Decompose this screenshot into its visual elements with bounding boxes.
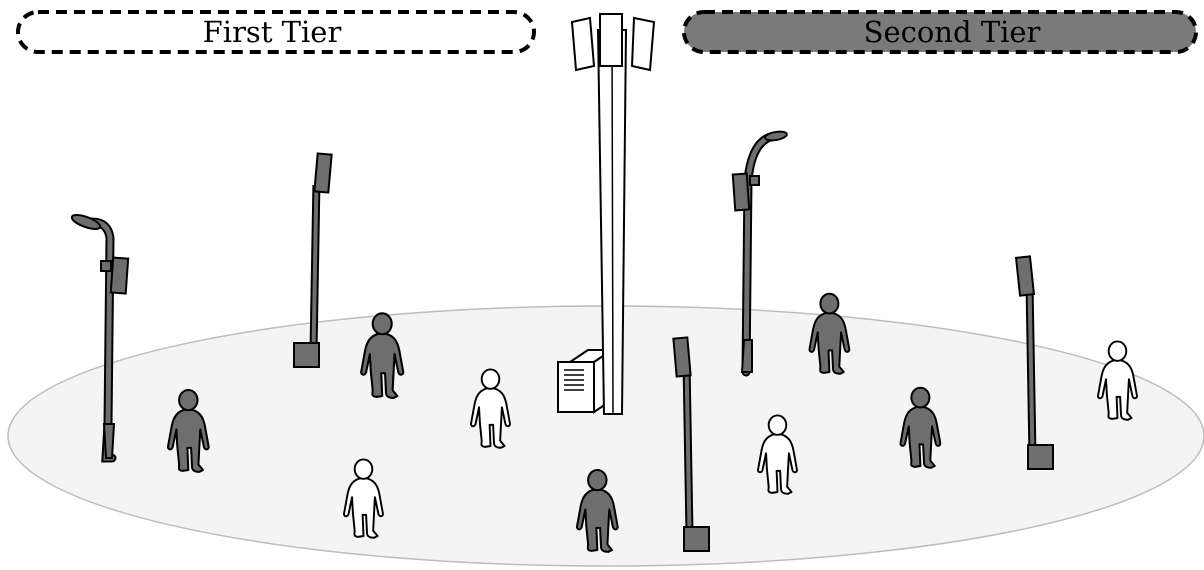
- small-cell-icon: [731, 172, 751, 212]
- pole-base-box: [293, 342, 320, 368]
- legend-first-tier-box: [16, 10, 536, 54]
- first-tier-user-icon: [470, 368, 511, 449]
- users-layer: [166, 292, 1138, 553]
- street-lamp-right: [731, 130, 788, 377]
- legend-first-tier-label: First Tier: [203, 15, 342, 49]
- legend-second-tier-label: Second Tier: [864, 15, 1041, 49]
- second-tier-user-icon: [360, 312, 405, 399]
- first-tier-user-icon: [1097, 340, 1138, 421]
- pole-base-box: [1027, 444, 1054, 470]
- first-tier-user-icon: [757, 414, 798, 495]
- first-tier-user-icon: [343, 458, 384, 539]
- small-cell-icon: [1014, 255, 1036, 297]
- legend-first-tier: First Tier: [16, 10, 536, 54]
- second-tier-user-icon: [166, 388, 210, 473]
- legend-second-tier-box: [682, 10, 1198, 54]
- second-tier-user-icon: [899, 386, 942, 469]
- small-cell-icon: [313, 152, 333, 194]
- small-cell-pole-right: [1014, 255, 1054, 470]
- street-lamp-left: [70, 214, 130, 463]
- small-cell-pole-front-center: [672, 336, 710, 552]
- lamp-head-icon: [764, 130, 788, 142]
- small-cell-pole-back-left: [293, 152, 333, 368]
- macro-tower: [557, 13, 656, 415]
- pole-base-box: [683, 526, 710, 552]
- legend-second-tier: Second Tier: [682, 10, 1198, 54]
- second-tier-user-icon: [575, 468, 619, 553]
- small-cell-icon: [109, 256, 130, 295]
- small-cell-icon: [672, 336, 692, 378]
- lamp-head-icon: [70, 214, 102, 230]
- antenna-icon: [570, 13, 656, 72]
- second-tier-user-icon: [808, 292, 851, 375]
